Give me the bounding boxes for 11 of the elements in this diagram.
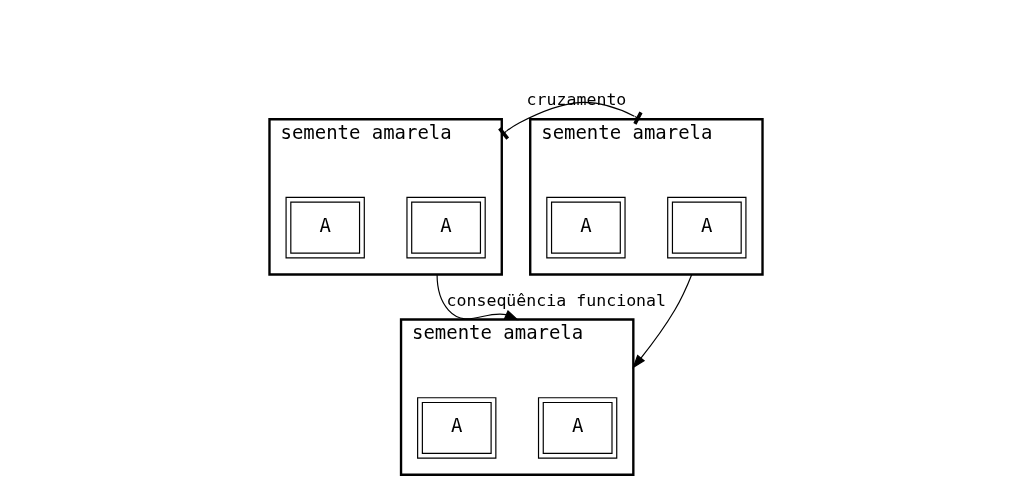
edge-label: conseqüência funcional	[446, 290, 666, 310]
connector	[497, 101, 643, 140]
arrow	[631, 273, 692, 369]
node-box: A	[284, 196, 365, 258]
arrow	[436, 273, 519, 320]
node-box: A	[537, 396, 617, 459]
edge-label: cruzamento	[526, 89, 626, 109]
node-box: A	[545, 196, 626, 258]
node-box: A	[666, 196, 747, 258]
node-box: A	[405, 196, 486, 258]
node-box: A	[416, 396, 496, 459]
